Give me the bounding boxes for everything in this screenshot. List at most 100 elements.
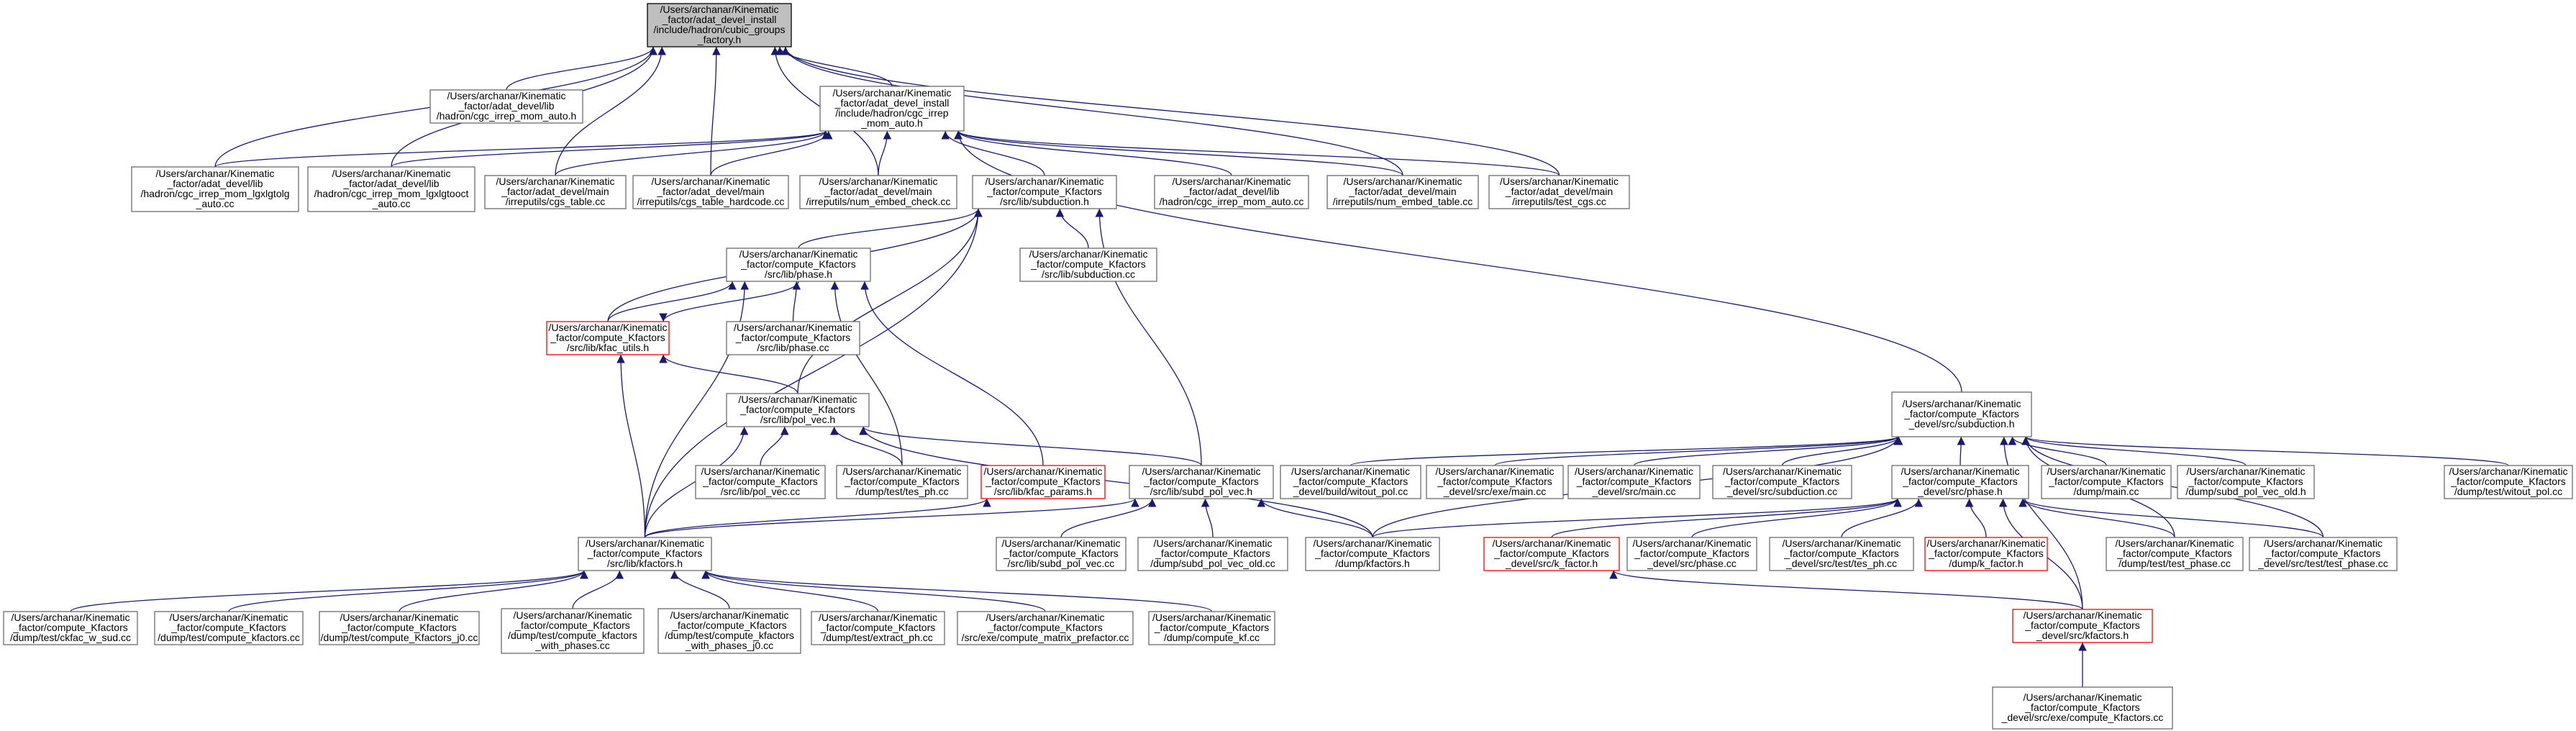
node-label-line: _factor/compute_Kfactors [2450,476,2566,487]
edge-with-phases-to-kfactors-h-lib [572,570,624,609]
node-src-subduction-cc[interactable]: /Users/archanar/Kinematic_factor/compute… [1712,465,1852,499]
node-label-line: _devel/src/kfactors.h [2036,630,2129,641]
node-label-line: _devel/src/test/tes_ph.cc [1785,558,1897,569]
node-devel-subduction-h[interactable]: /Users/archanar/Kinematic_factor/compute… [1891,391,2032,437]
node-kfactors-h-lib[interactable]: /Users/archanar/Kinematic_factor/compute… [578,537,712,571]
node-label-line: /dump/main.cc [2073,486,2139,497]
node-extract-ph[interactable]: /Users/archanar/Kinematic_factor/compute… [811,611,945,645]
node-lib-phase-h[interactable]: /Users/archanar/Kinematic_factor/compute… [726,248,871,282]
node-box [972,175,1117,209]
node-k-factor-h[interactable]: /Users/archanar/Kinematic_factor/compute… [1483,537,1620,571]
edge-kfactors-h-lib-to-kfac-utils [616,354,646,538]
node-devel-kfactors-h[interactable]: /Users/archanar/Kinematic_factor/compute… [2012,609,2153,643]
node-lib-subduction-h[interactable]: /Users/archanar/Kinematic_factor/compute… [972,175,1117,209]
node-cgs-table[interactable]: /Users/archanar/Kinematic_factor/adat_de… [484,175,627,209]
node-label-line: /Users/archanar/Kinematic [984,466,1103,477]
edge-exe-main-to-devel-subduction-h [1494,436,1902,466]
node-dump-subd-pol-old-h[interactable]: /Users/archanar/Kinematic_factor/compute… [2177,465,2315,499]
node-label-line: /Users/archanar/Kinematic [2449,466,2568,477]
node-witout-pol-build[interactable]: /Users/archanar/Kinematic_factor/compute… [1280,465,1421,499]
node-label-line: _mom_auto.h [860,117,923,129]
node-ckfac-w-sud[interactable]: /Users/archanar/Kinematic_factor/compute… [3,611,138,645]
edge-pol-vec-h-to-lib-subduction-h [797,208,983,394]
node-box [1488,175,1630,209]
node-label-line: _auto.cc [196,198,235,209]
node-box [1154,175,1309,209]
node-subd-pol-vec-old[interactable]: /Users/archanar/Kinematic_factor/compute… [1137,537,1288,571]
node-label-line: _factor/adat_devel/main [656,186,764,197]
node-label-line: _factor/compute_Kfactors [1003,548,1119,559]
node-label-line: /Users/archanar/Kinematic [586,537,704,549]
node-pol-vec-cc[interactable]: /Users/archanar/Kinematic_factor/compute… [695,465,826,499]
node-label-line: /Users/archanar/Kinematic [660,4,779,15]
node-label-line: _factor/adat_devel/main [824,186,932,197]
node-test-compute-kfactors[interactable]: /Users/archanar/Kinematic_factor/compute… [154,611,304,645]
node-label-line: /Users/archanar/Kinematic [2024,691,2142,703]
node-dump-witout-pol[interactable]: /Users/archanar/Kinematic_factor/compute… [2444,465,2573,499]
node-cgc-irrep-install-h[interactable]: /Users/archanar/Kinematic_factor/adat_de… [819,86,965,132]
node-box [1769,537,1914,571]
node-tes-ph-dump[interactable]: /Users/archanar/Kinematic_factor/compute… [836,465,968,499]
node-cgc-irrep-mom-auto-cc[interactable]: /Users/archanar/Kinematic_factor/adat_de… [1154,175,1309,209]
edge-src-phase-cc-to-devel-phase-h [1691,498,1902,538]
node-src-test-test-phase[interactable]: /Users/archanar/Kinematic_factor/compute… [2249,537,2398,571]
node-num-embed-table[interactable]: /Users/archanar/Kinematic_factor/adat_de… [1326,175,1479,209]
node-box [154,611,304,645]
node-label-line: _factor/compute_Kfactors [671,619,787,631]
node-with-phases[interactable]: /Users/archanar/Kinematic_factor/compute… [501,608,645,654]
edge-devel-kfactors-h-to-devel-subduction-h [1999,436,2083,610]
node-lib-phase-cc[interactable]: /Users/archanar/Kinematic_factor/compute… [726,321,860,355]
node-num-embed-check[interactable]: /Users/archanar/Kinematic_factor/adat_de… [799,175,957,209]
node-exe-main[interactable]: /Users/archanar/Kinematic_factor/compute… [1426,465,1564,499]
node-label-line: _factor/compute_Kfactors [1928,548,2044,559]
edge-ckfac-w-sud-to-kfactors-h-lib [70,570,588,612]
node-label-line: /include/hadron/cubic_groups [654,24,786,35]
node-label-line: _devel/src/k_factor.h [1505,558,1598,569]
node-label-line: /src/lib/subduction.cc [1042,268,1135,280]
node-dump-test-phase[interactable]: /Users/archanar/Kinematic_factor/compute… [2106,537,2244,571]
node-box [1137,537,1288,571]
node-label-line: /src/lib/subd_pol_vec.h [1150,486,1252,497]
node-exe-compute-kfactors[interactable]: /Users/archanar/Kinematic_factor/compute… [1992,686,2173,730]
node-matrix-prefactor[interactable]: /Users/archanar/Kinematic_factor/compute… [957,611,1134,645]
edge-kfactors-h-lib-to-lib-subduction-h [644,208,983,538]
node-label-line: _factor/compute_Kfactors [12,622,128,633]
node-lib-subduction-cc[interactable]: /Users/archanar/Kinematic_factor/compute… [1019,248,1157,282]
node-label-line: /irreputils/num_embed_table.cc [1333,196,1473,207]
node-box [546,321,670,355]
node-dump-main[interactable]: /Users/archanar/Kinematic_factor/compute… [2041,465,2172,499]
node-cubic-groups[interactable]: /Users/archanar/Kinematic_factor/adat_de… [647,3,792,47]
edge-devel-phase-h-to-devel-subduction-h [1957,436,1966,466]
node-kfac-params[interactable]: /Users/archanar/Kinematic_factor/compute… [980,465,1106,499]
edge-dump-kfactors-h-to-devel-phase-h [1372,498,1902,538]
node-src-test-tes-ph[interactable]: /Users/archanar/Kinematic_factor/compute… [1769,537,1914,571]
node-box [2249,537,2398,571]
node-label-line: /Users/archanar/Kinematic [340,612,459,623]
node-with-phases-j0[interactable]: /Users/archanar/Kinematic_factor/compute… [657,608,801,654]
node-devel-phase-h[interactable]: /Users/archanar/Kinematic_factor/compute… [1891,465,2029,499]
node-label-line: /Users/archanar/Kinematic [843,466,962,477]
node-subd-pol-vec-h[interactable]: /Users/archanar/Kinematic_factor/compute… [1129,465,1274,499]
node-kfac-utils[interactable]: /Users/archanar/Kinematic_factor/compute… [546,321,670,355]
node-lgxlgtolg[interactable]: /Users/archanar/Kinematic_factor/adat_de… [131,166,299,212]
node-subd-pol-vec-cc[interactable]: /Users/archanar/Kinematic_factor/compute… [996,537,1127,571]
node-label-line: /src/lib/pol_vec.cc [721,486,800,497]
node-label-line: /Users/archanar/Kinematic [1344,176,1462,187]
node-lgxlgtooct[interactable]: /Users/archanar/Kinematic_factor/adat_de… [307,166,475,212]
edge-layer [70,46,2509,688]
node-label-line: /Users/archanar/Kinematic [1154,537,1273,549]
node-src-phase-cc[interactable]: /Users/archanar/Kinematic_factor/compute… [1626,537,1757,571]
node-compute-kfactors-j0[interactable]: /Users/archanar/Kinematic_factor/compute… [319,611,480,645]
node-label-line: _factory.h [697,34,741,45]
node-label-line: /hadron/cgc_irrep_mom_lgxlgtolg [141,188,290,199]
node-pol-vec-h[interactable]: /Users/archanar/Kinematic_factor/compute… [726,393,870,427]
node-dump-k-factor-h[interactable]: /Users/archanar/Kinematic_factor/compute… [1924,537,2048,571]
node-dump-kfactors-h[interactable]: /Users/archanar/Kinematic_factor/compute… [1305,537,1440,571]
node-test-cgs[interactable]: /Users/archanar/Kinematic_factor/adat_de… [1488,175,1630,209]
node-label-line: /Users/archanar/Kinematic [1002,537,1121,549]
node-src-main[interactable]: /Users/archanar/Kinematic_factor/compute… [1567,465,1701,499]
node-cgc-irrep-mom-auto-h[interactable]: /Users/archanar/Kinematic_factor/adat_de… [429,89,583,124]
edge-lgxlgtooct-to-cgc-irrep-install-h [391,130,830,168]
node-compute-kf[interactable]: /Users/archanar/Kinematic_factor/compute… [1148,611,1275,645]
node-cgs-table-hardcode[interactable]: /Users/archanar/Kinematic_factor/adat_de… [632,175,789,209]
